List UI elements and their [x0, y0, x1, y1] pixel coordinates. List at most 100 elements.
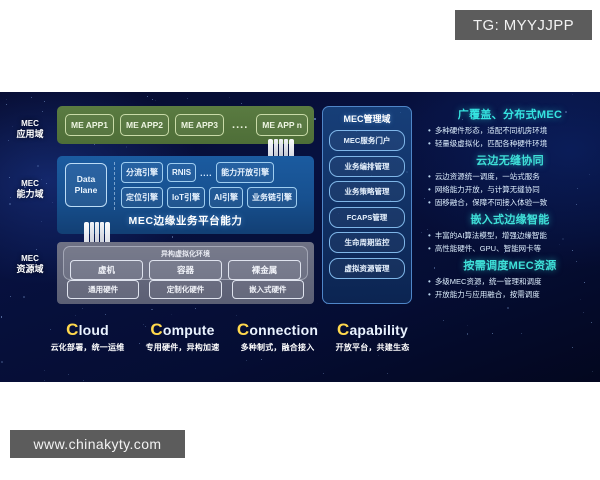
- engine-chip-location: 定位引擎: [121, 187, 163, 208]
- virt-chip-container: 容器: [149, 260, 222, 280]
- app-chip-2: ME APP2: [120, 114, 170, 136]
- pillar-rest: apability: [349, 322, 409, 338]
- pillar-subtitle: 开放平台，共建生态: [335, 343, 410, 352]
- pillar-connection: Connection 多种制式，融合接入: [230, 320, 325, 353]
- pillar-subtitle: 多种制式，融合接入: [240, 343, 315, 352]
- management-item-policy: 业务策略管理: [329, 181, 405, 202]
- watermark-tag: TG: MYYJJPP: [455, 10, 592, 40]
- feature-bullet-text: 高性能硬件、GPU、智能网卡等: [434, 244, 542, 253]
- feature-bullet: • 高性能硬件、GPU、智能网卡等: [424, 243, 596, 255]
- pillar-capability: Capability 开放平台，共建生态: [325, 320, 420, 353]
- feature-bullet: • 云边资源统一调度，一站式服务: [424, 171, 596, 183]
- app-chip-1: ME APP1: [65, 114, 115, 136]
- virtualization-environment-box: 异构虚拟化环境 虚机 容器 裸金属: [63, 246, 308, 280]
- application-domain-band: ME APP1 ME APP2 ME APP3 .... ME APP n: [57, 106, 314, 144]
- engine-row-1: 分流引擎 RNIS .... 能力开放引擎: [121, 162, 307, 183]
- pillar-initial: C: [150, 320, 163, 339]
- virt-chip-baremetal: 裸金属: [228, 260, 301, 280]
- bullet-icon: •: [428, 231, 431, 240]
- engine-chip-offload: 分流引擎: [121, 162, 163, 183]
- engine-chip-service-chain: 业务链引擎: [247, 187, 297, 208]
- management-domain-panel: MEC管理域 MEC服务门户 业务编排管理 业务策略管理 FCAPS管理 生命周…: [322, 106, 412, 304]
- virtualization-chip-row: 虚机 容器 裸金属: [70, 260, 301, 280]
- pillar-rest: onnection: [249, 322, 319, 338]
- hardware-chip-general: 通用硬件: [67, 280, 140, 299]
- feature-bullet: • 多种硬件形态，适配不同机房环境: [424, 125, 596, 137]
- capability-platform-title: MEC边缘业务平台能力: [128, 215, 243, 227]
- management-item-orchestration: 业务编排管理: [329, 155, 405, 177]
- feature-heading-4: 按需调度MEC资源: [463, 260, 557, 272]
- feature-heading-3: 嵌入式边缘智能: [470, 214, 550, 226]
- feature-bullet-text: 网络能力开放，与计算无缝协同: [434, 185, 540, 194]
- pillar-title: Cloud: [40, 320, 135, 340]
- connector-icon-app-to-capability: [268, 139, 294, 161]
- bullet-icon: •: [428, 244, 431, 253]
- feature-bullet: • 开放能力与应用融合，按需调度: [424, 289, 596, 301]
- resource-domain-band: 异构虚拟化环境 虚机 容器 裸金属 通用硬件 定制化硬件 嵌入式硬件: [57, 242, 314, 304]
- pillar-subtitle: 专用硬件，异构加速: [145, 343, 220, 352]
- feature-bullet-text: 多种硬件形态，适配不同机房环境: [434, 126, 548, 135]
- data-plane-line1: Data: [76, 174, 96, 184]
- slide-band: MEC 应用域 MEC 能力域 MEC 资源域 ME APP1 ME APP2 …: [0, 92, 600, 382]
- domain-label-en: MEC: [21, 179, 39, 188]
- hardware-chip-embedded: 嵌入式硬件: [231, 280, 304, 299]
- engine-chip-iot: IoT引擎: [167, 187, 205, 208]
- pillar-title: Capability: [325, 320, 420, 340]
- engine-chip-capability-exposure: 能力开放引擎: [216, 162, 275, 183]
- capability-domain-band: Data Plane 分流引擎 RNIS .... 能力开放引擎 定位引擎 Io…: [57, 156, 314, 234]
- feature-bullet-text: 开放能力与应用融合，按需调度: [434, 290, 540, 299]
- feature-bullet-text: 云边资源统一调度，一站式服务: [434, 172, 540, 181]
- feature-bullet-text: 轻量级虚拟化，匹配各种硬件环境: [434, 139, 548, 148]
- feature-heading-2: 云边无缝协同: [476, 155, 544, 167]
- bullet-icon: •: [428, 126, 431, 135]
- domain-label-cn: 资源域: [16, 264, 44, 274]
- management-item-lifecycle: 生命周期监控: [329, 232, 405, 253]
- feature-bullet: • 丰富的AI算法模型，增强边缘智能: [424, 230, 596, 242]
- pillar-compute: Compute 专用硬件，异构加速: [135, 320, 230, 353]
- feature-bullet: • 固移融合，保障不同接入体验一致: [424, 197, 596, 209]
- engine-chip-ai: AI引擎: [209, 187, 243, 208]
- domain-label-en: MEC: [21, 254, 39, 263]
- watermark-url: www.chinakyty.com: [10, 430, 185, 458]
- management-item-portal: MEC服务门户: [329, 130, 405, 151]
- pillar-rest: ompute: [162, 322, 215, 338]
- data-plane-line2: Plane: [74, 185, 98, 195]
- vertical-dashed-divider: [114, 162, 115, 210]
- pillar-rest: loud: [78, 322, 109, 338]
- bullet-icon: •: [428, 277, 431, 286]
- feature-bullet-text: 固移融合，保障不同接入体验一致: [434, 198, 548, 207]
- management-domain-title: MEC管理域: [343, 114, 391, 124]
- pillar-initial: C: [66, 320, 79, 339]
- feature-column: 广覆盖、分布式MEC • 多种硬件形态，适配不同机房环境 • 轻量级虚拟化，匹配…: [424, 104, 596, 302]
- bullet-icon: •: [428, 198, 431, 207]
- engine-grid: 分流引擎 RNIS .... 能力开放引擎 定位引擎 IoT引擎 AI引擎 业务…: [121, 162, 307, 212]
- engine-chip-rnis: RNIS: [167, 163, 197, 182]
- pillar-title: Compute: [135, 320, 230, 340]
- bullet-icon: •: [428, 139, 431, 148]
- connector-icon-capability-to-resource: [84, 222, 110, 254]
- domain-label-cn: 应用域: [16, 129, 44, 139]
- pillars-row: Cloud 云化部署，统一运维 Compute 专用硬件，异构加速 Connec…: [40, 320, 420, 353]
- engine-row-2: 定位引擎 IoT引擎 AI引擎 业务链引擎: [121, 187, 307, 208]
- domain-label-cn: 能力域: [16, 189, 44, 199]
- pillar-cloud: Cloud 云化部署，统一运维: [40, 320, 135, 353]
- domain-label-application: MEC 应用域: [6, 119, 54, 139]
- feature-bullet-text: 丰富的AI算法模型，增强边缘智能: [434, 231, 547, 240]
- virtualization-title: 异构虚拟化环境: [161, 251, 210, 258]
- feature-bullet: • 网络能力开放，与计算无缝协同: [424, 184, 596, 196]
- bullet-icon: •: [428, 185, 431, 194]
- feature-heading-1: 广覆盖、分布式MEC: [457, 109, 563, 121]
- pillar-subtitle: 云化部署，统一运维: [50, 343, 125, 352]
- management-item-virtual-resource: 虚拟资源管理: [329, 257, 405, 279]
- bullet-icon: •: [428, 172, 431, 181]
- hardware-chip-custom: 定制化硬件: [149, 280, 222, 299]
- data-plane-box: Data Plane: [65, 163, 107, 207]
- app-chip-3: ME APP3: [175, 114, 225, 136]
- domain-label-resource: MEC 资源域: [6, 254, 54, 274]
- hardware-chip-row: 通用硬件 定制化硬件 嵌入式硬件: [67, 280, 304, 299]
- management-item-fcaps: FCAPS管理: [329, 206, 405, 228]
- pillar-initial: C: [236, 320, 250, 339]
- feature-bullet: • 轻量级虚拟化，匹配各种硬件环境: [424, 138, 596, 150]
- pillar-initial: C: [336, 320, 350, 339]
